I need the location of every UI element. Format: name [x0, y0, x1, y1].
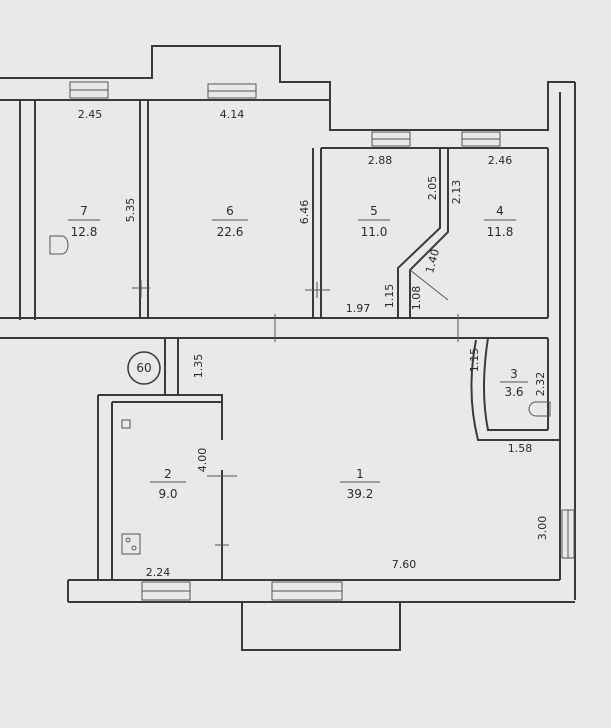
fixtures: [49, 235, 551, 555]
room-6: 6 22.6: [212, 204, 248, 239]
dim-label: 1.97: [346, 302, 371, 315]
dim-label: 1.40: [423, 248, 442, 275]
room-number: 7: [80, 204, 88, 218]
dim-label: 2.32: [534, 372, 547, 397]
room-5: 5 11.0: [358, 204, 390, 239]
stove-icon: [121, 533, 141, 555]
dim-label: 2.45: [78, 108, 103, 121]
room-area: 39.2: [347, 487, 374, 501]
dim-label: 4.14: [220, 108, 245, 121]
door-marks: [132, 269, 459, 546]
stamp-circle: [127, 351, 161, 385]
dim-label: 1.58: [508, 442, 533, 455]
dim-label: 4.00: [196, 448, 209, 473]
sink-icon-room3: [528, 401, 551, 417]
outer-walls: [0, 45, 576, 651]
room-number: 2: [164, 467, 172, 481]
room-area: 3.6: [504, 385, 523, 399]
windows: [69, 81, 575, 601]
dim-label: 1.15: [468, 348, 481, 373]
dim-label: 7.60: [392, 558, 417, 571]
stamp-label: 60: [136, 361, 151, 375]
dim-label: 2.24: [146, 566, 171, 579]
dim-label: 2.05: [426, 176, 439, 201]
room-number: 5: [370, 204, 378, 218]
sink-icon: [49, 235, 69, 255]
room-2: 2 9.0: [150, 467, 186, 501]
room-area: 12.8: [71, 225, 98, 239]
dim-label: 2.88: [368, 154, 393, 167]
room-area: 22.6: [217, 225, 244, 239]
dim-label: 1.35: [192, 354, 205, 379]
room-1: 1 39.2: [340, 467, 380, 501]
room-7: 7 12.8: [68, 204, 100, 239]
room-number: 4: [496, 204, 504, 218]
dim-label: 3.00: [536, 516, 549, 541]
room-4: 4 11.8: [484, 204, 516, 239]
dim-label: 2.46: [488, 154, 513, 167]
room-area: 9.0: [158, 487, 177, 501]
dimension-labels: 2.45 4.14 2.88 2.46 5.35 6.46 2.05 2.13 …: [78, 108, 549, 579]
dim-label: 2.13: [450, 180, 463, 205]
dim-label: 6.46: [298, 200, 311, 225]
dim-label: 5.35: [124, 198, 137, 223]
dim-label: 1.08: [410, 286, 423, 311]
room-area: 11.0: [361, 225, 388, 239]
interior-walls: [0, 100, 560, 580]
dim-label: 1.15: [383, 284, 396, 309]
room-area: 11.8: [487, 225, 514, 239]
room-3: 3 3.6: [500, 367, 528, 399]
room-number: 6: [226, 204, 234, 218]
room-number: 3: [510, 367, 518, 381]
room-number: 1: [356, 467, 364, 481]
